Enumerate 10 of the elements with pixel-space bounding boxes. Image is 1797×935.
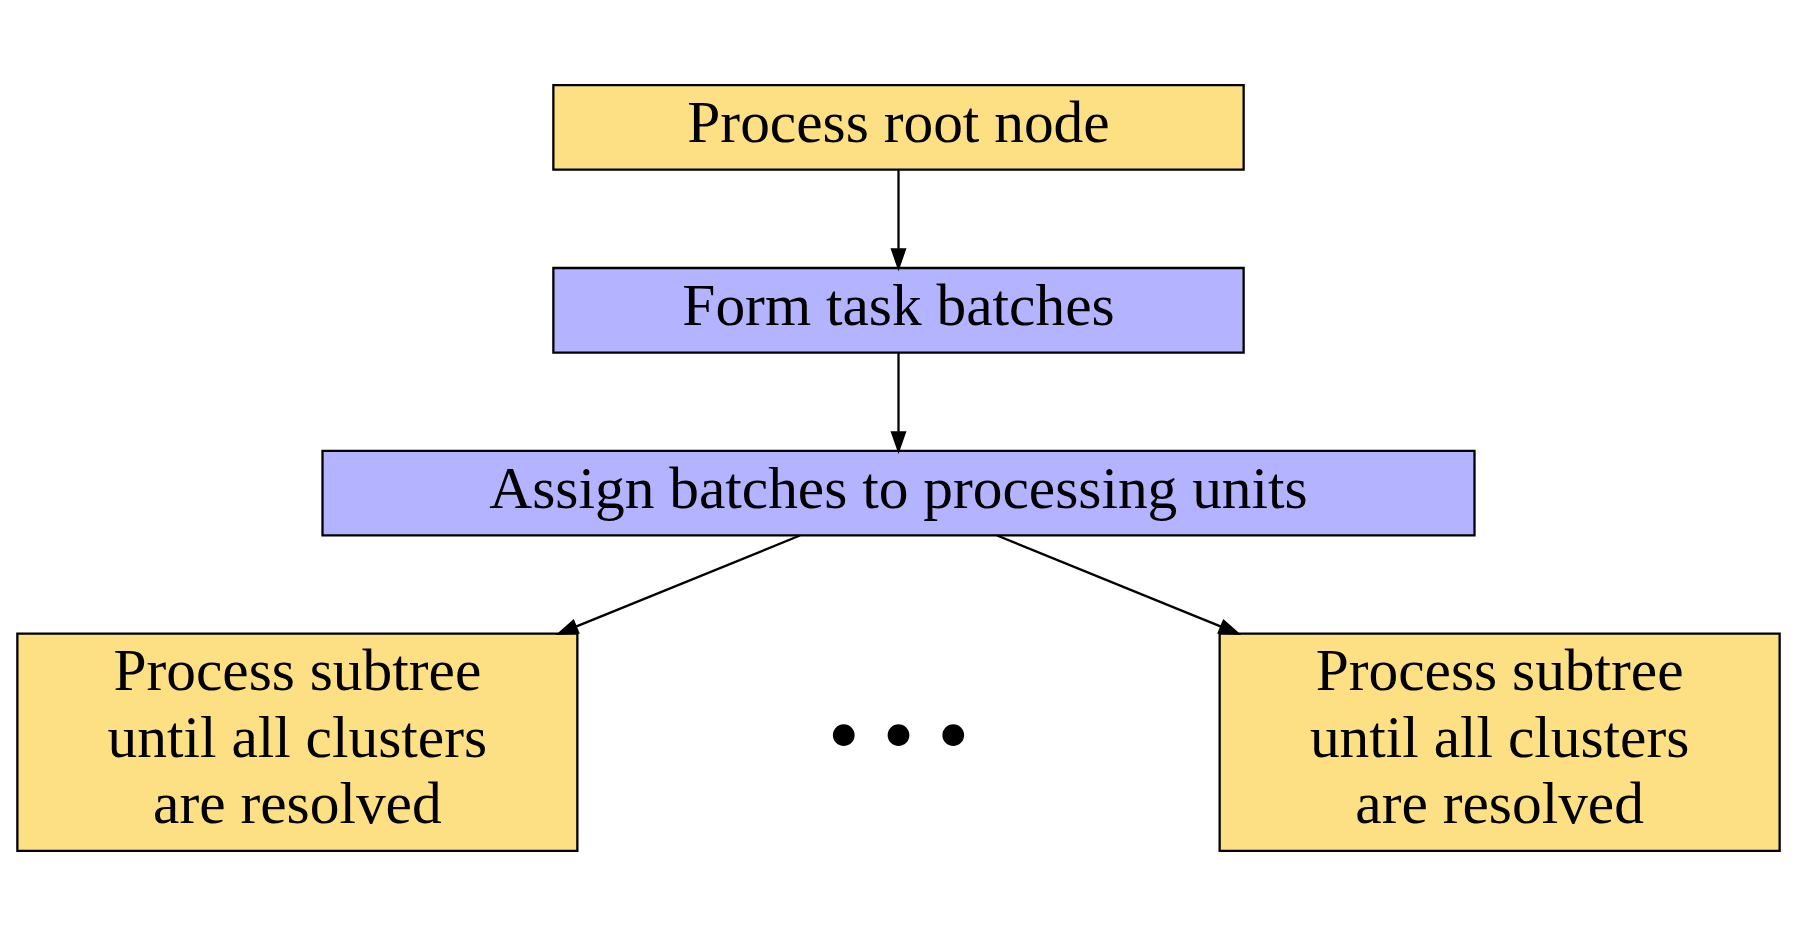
node-box: Process subtree until all clusters are resolved [1218,632,1781,852]
arrow [890,169,907,271]
node-box: Process root node [552,83,1245,171]
node-box: Process subtree until all clusters are resolved [16,632,579,852]
label: • • • [827,683,970,785]
node-box: Form task batches [552,266,1245,354]
node-box: Assign batches to processing units [321,449,1476,537]
arrow [996,533,1242,635]
arrow [555,533,801,635]
arrow [890,352,907,454]
